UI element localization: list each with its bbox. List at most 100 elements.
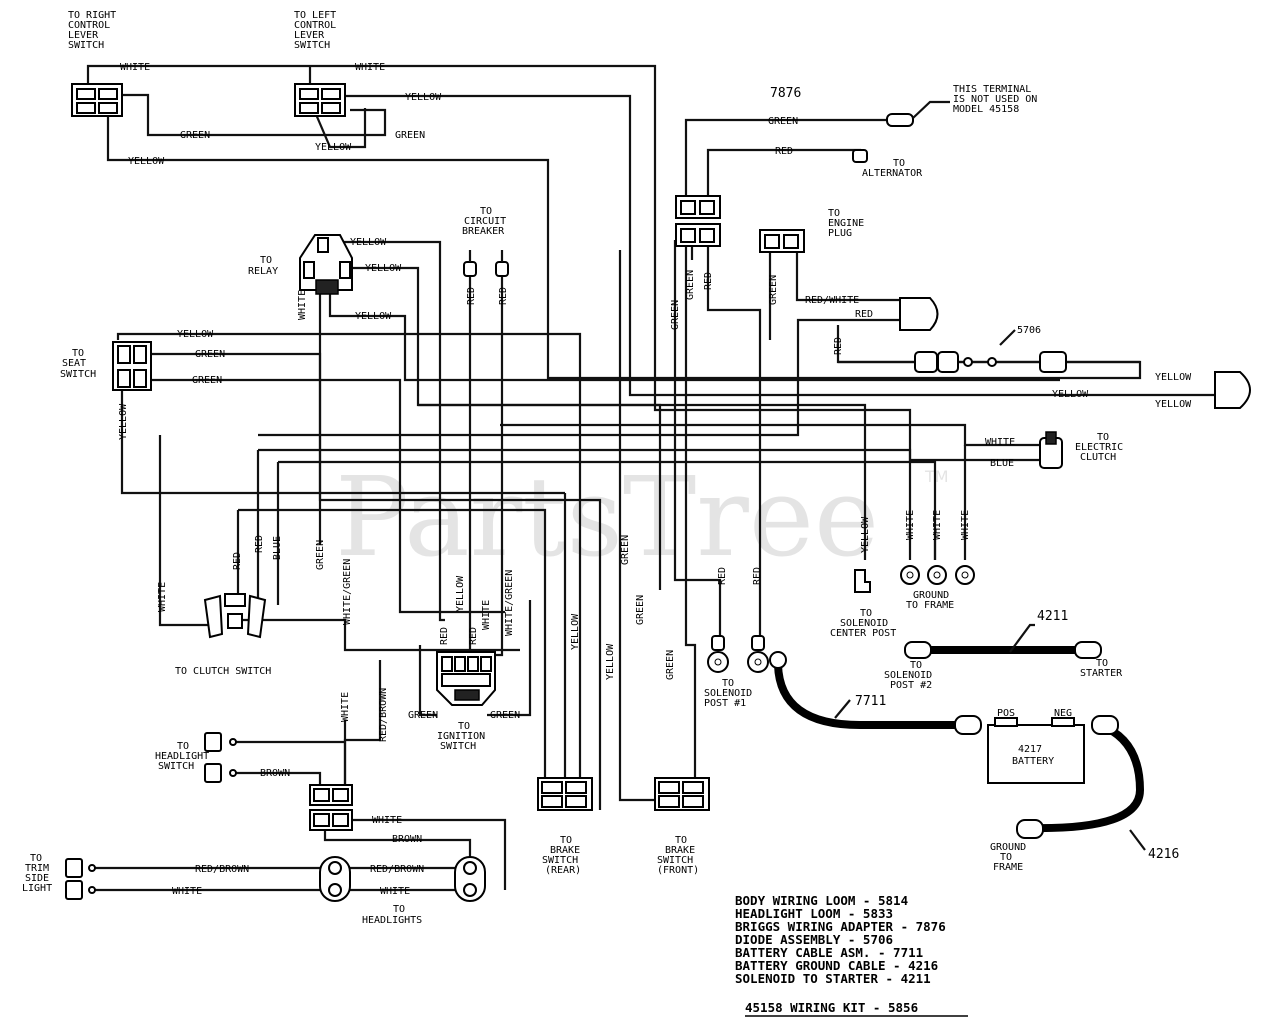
wire-label: WHITE (932, 510, 943, 540)
parts-list-item: HEADLIGHT LOOM - 5833 (735, 906, 893, 921)
parts-list-item: BRIGGS WIRING ADAPTER - 7876 (735, 919, 946, 934)
wire-label: YELLOW (128, 156, 165, 167)
label-brake-front: TO BRAKE SWITCH (FRONT) (657, 835, 701, 876)
wire-label: GREEN (180, 130, 210, 141)
ground-cable-terminals (1016, 715, 1119, 839)
wire-label: WHITE (960, 510, 971, 540)
battery-cable-terminal (954, 715, 982, 735)
wire-label: GREEN (195, 349, 225, 360)
wire-label: YELLOW (570, 613, 581, 650)
wire-label: WHITE (905, 510, 916, 540)
wire-label: RED (775, 146, 793, 157)
brake-switch-front-connector (654, 777, 710, 811)
wire-label: WHITE (355, 62, 385, 73)
label-right-lever: TO RIGHT CONTROL LEVER SWITCH (68, 10, 122, 51)
wire-label: YELLOW (455, 575, 466, 612)
ignition-switch-connector (436, 651, 496, 706)
wire-label: YELLOW (365, 263, 402, 274)
label-4211: 4211 (1037, 609, 1068, 624)
label-brake-rear: TO BRAKE SWITCH (REAR) (542, 835, 586, 876)
wire-label: RED/WHITE (805, 295, 859, 306)
wire-label: BLUE (990, 458, 1014, 469)
wire-label: YELLOW (355, 311, 392, 322)
wire-label: RED (855, 309, 873, 320)
headlight-loom-connectors (309, 784, 353, 831)
wire-label: RED (703, 272, 714, 290)
wire-label: WHITE (120, 62, 150, 73)
wire-label: WHITE (157, 582, 168, 612)
label-5706: 5706 (1017, 325, 1041, 336)
wire-label: RED (254, 535, 265, 553)
wire-label: WHITE/GREEN (504, 570, 515, 636)
right-lever-connector (71, 83, 123, 117)
left-lever-connector (294, 83, 346, 117)
wire-label: GREEN (408, 710, 438, 721)
label-trim-side-light: TO TRIM SIDE LIGHT (22, 853, 55, 894)
wire-label: GREEN (685, 270, 696, 300)
wire-label: GREEN (490, 710, 520, 721)
label-electric-clutch: TO ELECTRIC CLUTCH (1075, 432, 1129, 463)
wire-label: RED (498, 287, 509, 305)
wire-label: WHITE (297, 290, 308, 320)
label-battery-model: 4217 (1018, 744, 1042, 755)
starter-cable-terminals (904, 641, 1102, 659)
wire-label: YELLOW (350, 237, 387, 248)
kit-title: 45158 WIRING KIT - 5856 (745, 1000, 918, 1015)
label-solenoid-center: TO SOLENOID CENTER POST (830, 608, 896, 639)
label-solenoid-post2: TO SOLENOID POST #2 (884, 660, 938, 691)
wire-label: YELLOW (405, 92, 442, 103)
wire-label: RED (833, 337, 844, 355)
wire-label: YELLOW (1155, 399, 1192, 410)
diode-assembly (914, 351, 1067, 373)
wire-label: WHITE (380, 886, 410, 897)
wire-label: GREEN (665, 650, 676, 680)
relay-connector (299, 234, 353, 295)
wire-label: GREEN (768, 116, 798, 127)
adapter-connector (675, 195, 721, 247)
headlight-switch-plugs (204, 732, 237, 783)
clutch-switch-connector (203, 593, 267, 639)
wire-label: YELLOW (1155, 372, 1192, 383)
label-circuit-breaker: TO CIRCUIT BREAKER (462, 206, 512, 237)
wire-label: YELLOW (860, 516, 871, 553)
label-starter: TO STARTER (1080, 658, 1123, 679)
label-adapter-number: 7876 (770, 86, 801, 101)
wire-label: RED/BROWN (378, 688, 389, 742)
labels: TO RIGHT CONTROL LEVER SWITCH TO LEFT CO… (22, 10, 1192, 1017)
label-relay: TO RELAY (248, 255, 278, 277)
wire-label: YELLOW (605, 643, 616, 680)
wires (86, 64, 1220, 892)
engine-plug-connector (759, 229, 805, 253)
wire-label: GREEN (768, 275, 779, 305)
wire-label: RED (468, 627, 479, 645)
watermark-tm: TM (924, 467, 949, 486)
electric-clutch-connector (1039, 431, 1063, 469)
parts-list-item: SOLENOID TO STARTER - 4211 (735, 971, 931, 986)
wire-label: BLUE (272, 536, 283, 560)
label-battery: BATTERY (1012, 756, 1054, 767)
wire-label: YELLOW (118, 403, 129, 440)
ring-terminals (707, 565, 975, 673)
red-white-boot (899, 297, 939, 331)
wire-label: WHITE (172, 886, 202, 897)
wire-label: YELLOW (177, 329, 214, 340)
wire-label: GREEN (315, 540, 326, 570)
label-ground-frame-bottom: GROUND TO FRAME (990, 842, 1032, 873)
wire-label: RED (466, 287, 477, 305)
wire-label: BROWN (260, 768, 290, 779)
label-headlight-switch: TO HEADLIGHT SWITCH (155, 741, 215, 772)
wire-label: YELLOW (315, 142, 352, 153)
label-headlights: TO HEADLIGHTS (362, 904, 422, 926)
wire-label: RED (717, 567, 728, 585)
wire-label: RED/BROWN (195, 864, 249, 875)
battery (987, 717, 1085, 784)
label-4216: 4216 (1148, 847, 1179, 862)
unused-terminal (886, 113, 914, 127)
trim-light-plugs (65, 858, 96, 900)
wire-label: WHITE (372, 815, 402, 826)
wire-label: RED/BROWN (370, 864, 424, 875)
label-7711: 7711 (855, 694, 886, 709)
circuit-breaker-terminals (463, 250, 509, 277)
wire-label: RED (439, 627, 450, 645)
wire-label: WHITE (481, 600, 492, 630)
